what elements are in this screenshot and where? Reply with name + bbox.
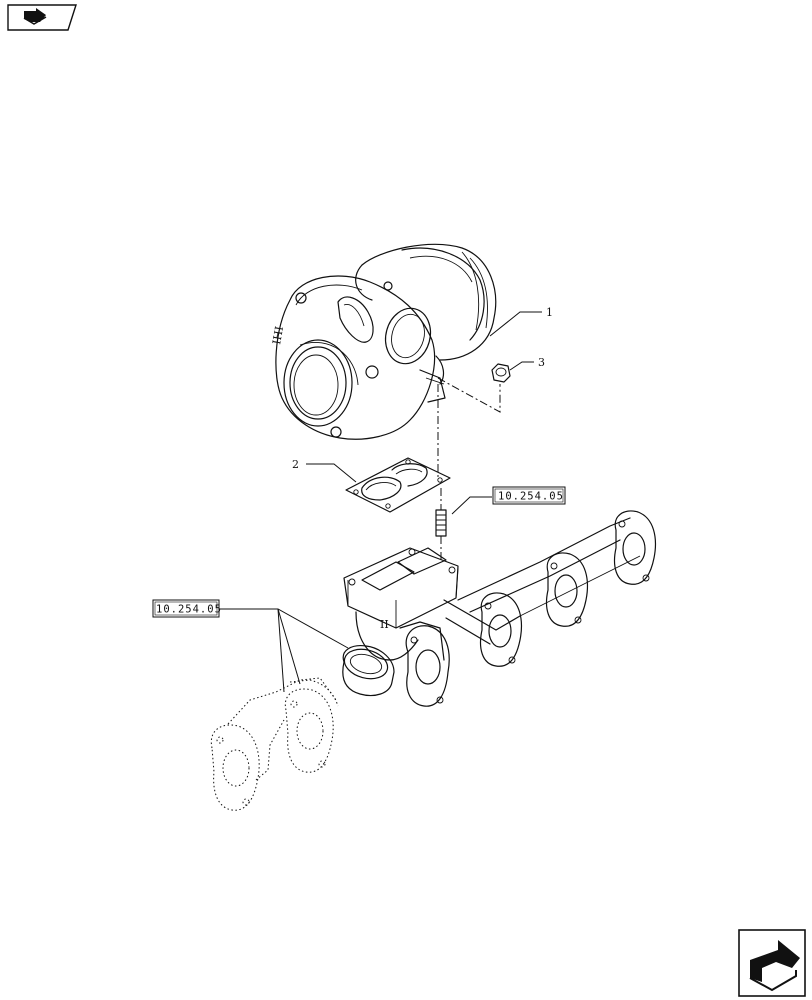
nut-part bbox=[491, 363, 511, 383]
turbocharger-part: IHI bbox=[270, 243, 497, 440]
svg-text:IHI: IHI bbox=[270, 325, 286, 345]
svg-text:II: II bbox=[380, 618, 389, 631]
callout-2-label: 2 bbox=[292, 458, 299, 471]
rear-manifold-part bbox=[210, 677, 339, 811]
next-page-icon[interactable] bbox=[738, 929, 806, 997]
reference-label-manifold: 10.254.05 bbox=[156, 604, 222, 616]
reference-box-turbo[interactable]: 10.254.05 bbox=[492, 486, 566, 505]
callout-leaders bbox=[218, 311, 542, 693]
exhaust-manifold-part: II bbox=[343, 510, 657, 707]
reference-box-manifold[interactable]: 10.254.05 bbox=[152, 599, 222, 618]
stud-part bbox=[435, 509, 447, 537]
assembly-lines bbox=[437, 377, 501, 562]
sleeve-part bbox=[342, 645, 395, 697]
callout-1-label: 1 bbox=[546, 306, 553, 319]
callout-3-label: 3 bbox=[538, 356, 545, 369]
gasket-part bbox=[345, 457, 451, 513]
previous-page-icon[interactable] bbox=[7, 4, 77, 31]
reference-label-turbo: 10.254.05 bbox=[498, 491, 564, 503]
